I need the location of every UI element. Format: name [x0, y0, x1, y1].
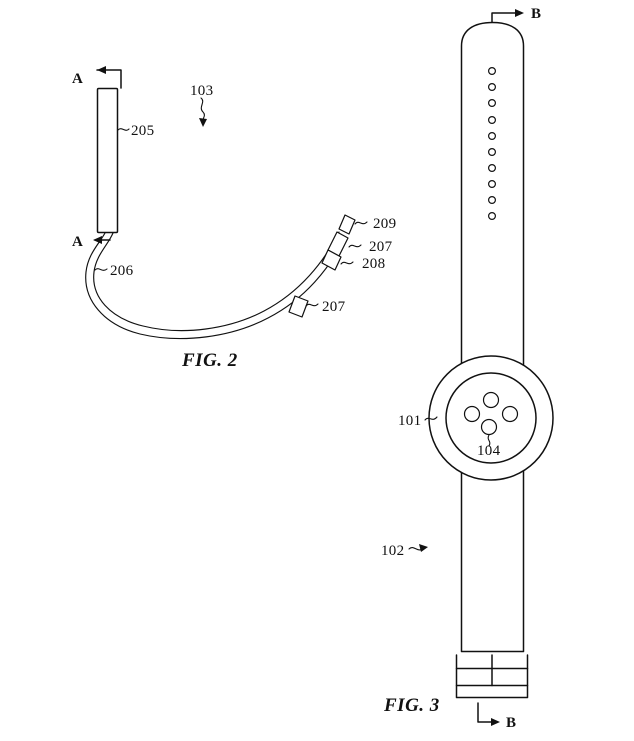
figure-2-caption: FIG. 2 — [181, 350, 238, 371]
leader-101 — [424, 416, 438, 421]
aperture-right — [501, 405, 519, 423]
flexible-cable-206 — [85, 231, 346, 340]
aperture-bottom — [480, 418, 498, 436]
aperture-left — [463, 405, 481, 423]
sensor-apertures-104 — [463, 391, 519, 436]
strap-hole — [488, 148, 497, 157]
aperture-top — [482, 391, 500, 409]
leader-104 — [487, 434, 491, 447]
label-208: 208 — [362, 256, 385, 272]
buckle-frame — [455, 654, 529, 699]
strap-hole — [488, 66, 497, 75]
leader-205 — [117, 128, 130, 131]
leader-207-upper — [348, 244, 362, 248]
strap-hole — [488, 82, 497, 91]
strap-102 — [460, 21, 525, 653]
leader-208 — [340, 261, 354, 265]
dial-inner-ring — [445, 372, 537, 464]
strap-holes-group — [488, 66, 497, 221]
leader-206 — [94, 268, 108, 271]
section-letter-b-bottom: B — [506, 715, 516, 731]
module-body-205 — [96, 87, 119, 234]
retaining-band-208 — [321, 249, 342, 271]
figure-3-caption: FIG. 3 — [383, 695, 440, 716]
label-206: 206 — [110, 263, 134, 279]
leader-squiggle-102 — [408, 544, 428, 552]
label-102: 102 — [381, 543, 404, 559]
label-207-upper: 207 — [369, 239, 393, 255]
device-housing-101 — [428, 355, 554, 481]
label-205: 205 — [131, 123, 154, 139]
strap-hole — [488, 115, 497, 124]
section-letter-a-top: A — [72, 71, 83, 87]
label-103: 103 — [190, 83, 213, 99]
section-letter-a-bottom: A — [72, 234, 83, 250]
strap-hole — [488, 132, 497, 141]
section-marker-b-top — [491, 9, 524, 27]
label-207-lower: 207 — [322, 299, 346, 315]
connector-tip-209 — [338, 214, 356, 235]
label-209: 209 — [373, 216, 396, 232]
strap-hole — [488, 180, 497, 189]
text-layer: A A 103 205 206 207 207 208 209 FIG. 2 B… — [72, 6, 541, 731]
section-marker-b-bottom — [477, 702, 500, 726]
strap-hole — [488, 212, 497, 221]
strap-hole — [488, 98, 497, 107]
leader-207-lower — [305, 303, 319, 307]
label-104: 104 — [477, 443, 501, 459]
leader-squiggle-103 — [199, 97, 207, 127]
figure-2-group — [85, 66, 368, 340]
strap-hole — [488, 196, 497, 205]
section-marker-a-top — [96, 66, 122, 89]
section-letter-b-top: B — [531, 6, 541, 22]
label-101: 101 — [398, 413, 421, 429]
connector-sleeve-207-lower — [288, 295, 309, 318]
leader-209 — [354, 221, 368, 225]
strap-hole — [488, 164, 497, 173]
figure-3-group — [408, 9, 554, 726]
